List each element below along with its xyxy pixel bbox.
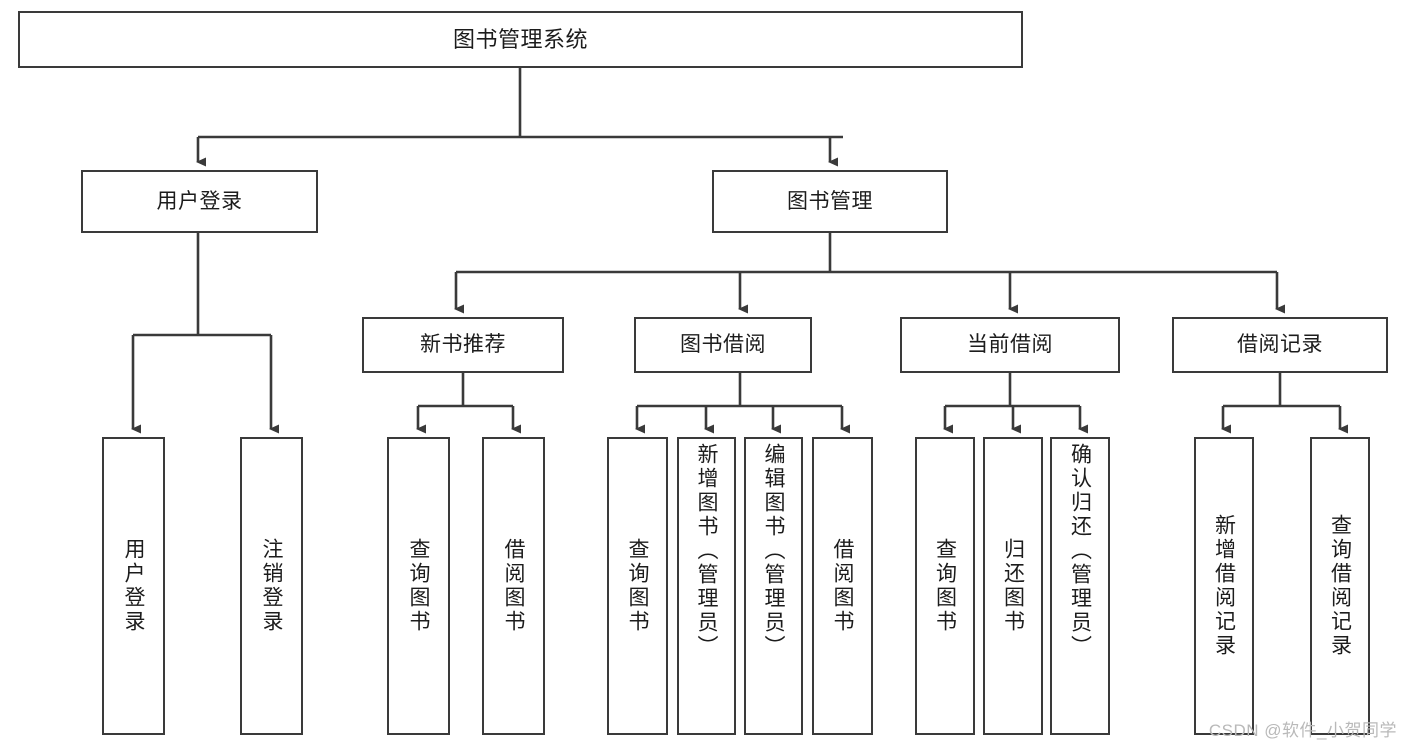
node-user-login[interactable]: 用户登录 — [81, 170, 318, 233]
leaf-borrow-book-recommend[interactable]: 借阅图书 — [482, 437, 545, 735]
leaf-user-login[interactable]: 用户登录 — [102, 437, 165, 735]
node-book-borrow[interactable]: 图书借阅 — [634, 317, 812, 373]
leaf-add-book-admin-label: 新增图书（管理员） — [695, 443, 718, 659]
node-current-borrow[interactable]: 当前借阅 — [900, 317, 1120, 373]
node-book-management[interactable]: 图书管理 — [712, 170, 948, 233]
leaf-add-book-admin[interactable]: 新增图书（管理员） — [677, 437, 736, 735]
node-borrow-record[interactable]: 借阅记录 — [1172, 317, 1388, 373]
leaf-add-borrow-record[interactable]: 新增借阅记录 — [1194, 437, 1254, 735]
leaf-query-book-current[interactable]: 查询图书 — [915, 437, 975, 735]
leaf-query-book-current-label: 查询图书 — [933, 538, 957, 634]
leaf-borrow-book-label: 借阅图书 — [831, 538, 854, 634]
node-new-book-recommend-label: 新书推荐 — [420, 333, 506, 357]
leaf-query-book-borrow-label: 查询图书 — [626, 538, 649, 634]
node-borrow-record-label: 借阅记录 — [1237, 333, 1323, 357]
leaf-return-book-label: 归还图书 — [1001, 538, 1025, 634]
node-user-login-label: 用户登录 — [156, 189, 243, 213]
leaf-borrow-book[interactable]: 借阅图书 — [812, 437, 873, 735]
node-root-system[interactable]: 图书管理系统 — [18, 11, 1023, 68]
leaf-edit-book-admin-label: 编辑图书（管理员） — [762, 443, 785, 659]
leaf-confirm-return-admin[interactable]: 确认归还（管理员） — [1050, 437, 1110, 735]
leaf-borrow-book-recommend-label: 借阅图书 — [502, 538, 525, 634]
leaf-edit-book-admin[interactable]: 编辑图书（管理员） — [744, 437, 803, 735]
leaf-query-borrow-record[interactable]: 查询借阅记录 — [1310, 437, 1370, 735]
node-book-borrow-label: 图书借阅 — [680, 333, 766, 357]
node-new-book-recommend[interactable]: 新书推荐 — [362, 317, 564, 373]
leaf-logout[interactable]: 注销登录 — [240, 437, 303, 735]
leaf-user-login-label: 用户登录 — [122, 538, 145, 634]
leaf-return-book[interactable]: 归还图书 — [983, 437, 1043, 735]
leaf-query-book-recommend-label: 查询图书 — [407, 538, 430, 634]
leaf-logout-label: 注销登录 — [260, 538, 283, 634]
leaf-query-borrow-record-label: 查询借阅记录 — [1328, 514, 1352, 658]
node-current-borrow-label: 当前借阅 — [967, 333, 1053, 357]
leaf-query-book-recommend[interactable]: 查询图书 — [387, 437, 450, 735]
csdn-watermark: CSDN @软件_小贺同学 — [1208, 721, 1397, 740]
node-book-management-label: 图书管理 — [787, 189, 873, 213]
leaf-add-borrow-record-label: 新增借阅记录 — [1212, 514, 1236, 658]
leaf-query-book-borrow[interactable]: 查询图书 — [607, 437, 668, 735]
leaf-confirm-return-admin-label: 确认归还（管理员） — [1068, 443, 1092, 659]
node-root-system-label: 图书管理系统 — [452, 26, 588, 52]
